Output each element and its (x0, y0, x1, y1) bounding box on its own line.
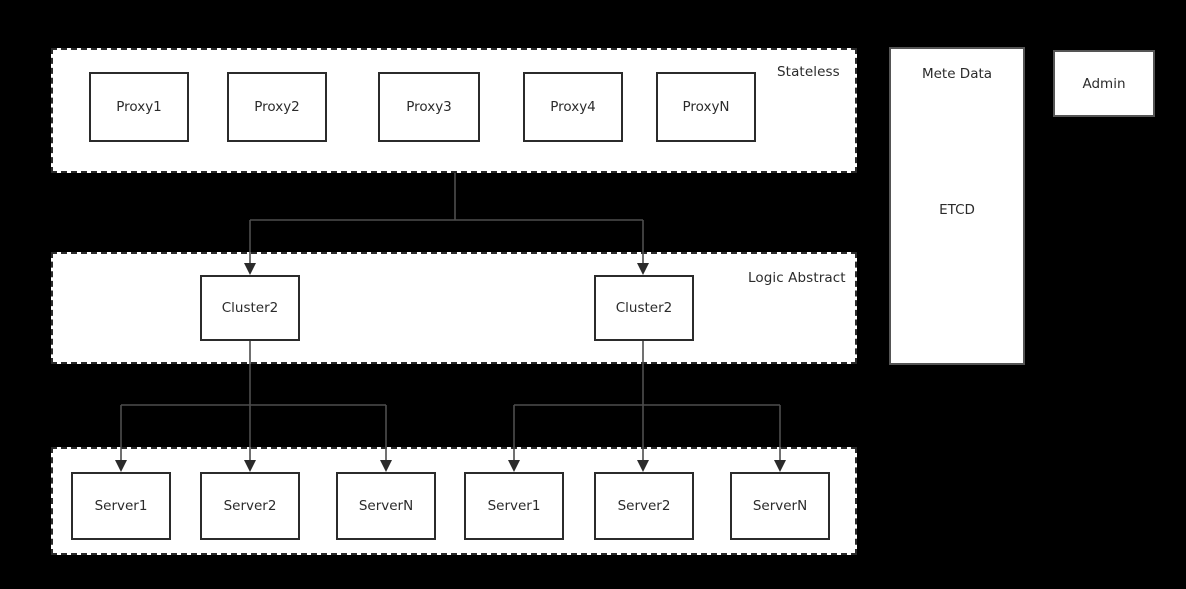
node-server-3-label: ServerN (358, 498, 414, 514)
panel-admin-label: Admin (1082, 75, 1126, 92)
node-proxy4[interactable]: Proxy4 (523, 72, 623, 142)
tier-servers (51, 447, 857, 555)
node-proxyn-label: ProxyN (682, 99, 730, 115)
node-server-2-label: Server2 (223, 498, 277, 514)
node-proxy2[interactable]: Proxy2 (227, 72, 327, 142)
node-server-6-label: ServerN (752, 498, 808, 514)
tier-stateless-label: Stateless (777, 64, 840, 80)
tier-logic-abstract (51, 252, 857, 364)
tier-logic-abstract-label: Logic Abstract (748, 270, 846, 286)
node-proxy3-label: Proxy3 (406, 99, 452, 115)
node-server-4[interactable]: Server1 (464, 472, 564, 540)
node-proxy3[interactable]: Proxy3 (378, 72, 480, 142)
node-cluster-right[interactable]: Cluster2 (594, 275, 694, 341)
node-cluster-left-label: Cluster2 (221, 300, 279, 316)
panel-admin[interactable]: Admin (1053, 50, 1155, 117)
panel-meta-data-body: ETCD (939, 202, 975, 218)
node-server-6[interactable]: ServerN (730, 472, 830, 540)
node-server-5-label: Server2 (617, 498, 671, 514)
node-server-3[interactable]: ServerN (336, 472, 436, 540)
panel-meta-data-title: Mete Data (921, 66, 993, 82)
node-proxy1-label: Proxy1 (116, 99, 162, 115)
node-server-1[interactable]: Server1 (71, 472, 171, 540)
node-proxyn[interactable]: ProxyN (656, 72, 756, 142)
node-cluster-right-label: Cluster2 (615, 300, 673, 316)
node-server-1-label: Server1 (94, 498, 148, 514)
node-proxy1[interactable]: Proxy1 (89, 72, 189, 142)
node-server-2[interactable]: Server2 (200, 472, 300, 540)
node-server-4-label: Server1 (487, 498, 541, 514)
node-proxy4-label: Proxy4 (550, 99, 596, 115)
node-proxy2-label: Proxy2 (254, 99, 300, 115)
node-cluster-left[interactable]: Cluster2 (200, 275, 300, 341)
node-server-5[interactable]: Server2 (594, 472, 694, 540)
panel-meta-data[interactable]: Mete Data ETCD (889, 47, 1025, 365)
